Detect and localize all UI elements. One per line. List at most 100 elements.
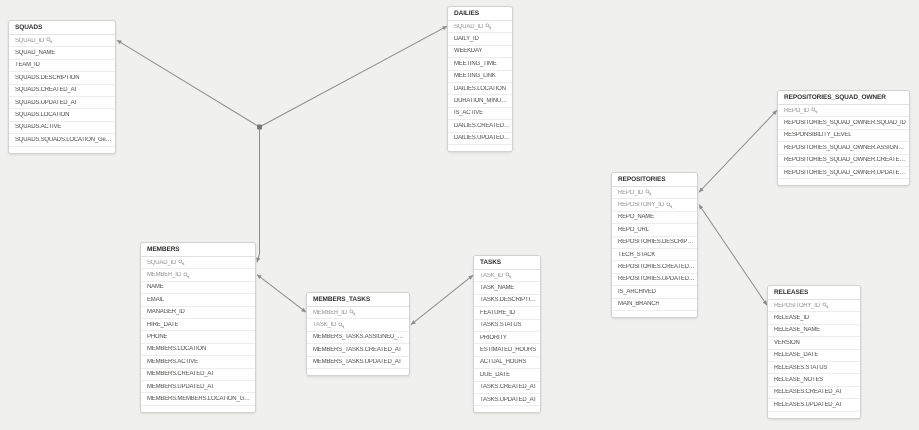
field-row[interactable]: REPOSITORIES_SQUAD_OWNER.UPDATED_AT (778, 167, 909, 180)
field-row[interactable]: MEMBERS_TASKS.ASSIGNED_DATE (307, 332, 409, 345)
field-row[interactable]: REPO_URL (612, 224, 697, 237)
field-row[interactable]: MEMBERS.MEMBERS.LOCATION_GeoI... (141, 393, 255, 406)
field-row[interactable]: REPOSITORIES.DESCRIPTION (612, 237, 697, 249)
field-row[interactable]: DURATION_MINUTES (448, 95, 512, 108)
field-row[interactable]: TASK_ID (474, 270, 540, 283)
table-title[interactable]: REPOSITORIES_SQUAD_OWNER (778, 91, 909, 105)
field-row[interactable]: MEMBERS_TASKS.UPDATED_AT (307, 357, 409, 369)
field-row[interactable]: RELEASE_NAME (768, 325, 860, 338)
field-row[interactable]: REPOSITORY_ID (768, 300, 860, 313)
field-row[interactable]: REPOSITORIES.UPDATED_AT (612, 274, 697, 287)
field-row[interactable]: FEATURE_ID (474, 307, 540, 320)
field-row[interactable]: VERSION (768, 337, 860, 350)
field-row[interactable]: MEMBERS_TASKS.CREATED_AT (307, 344, 409, 357)
field-row[interactable]: DAILIES.UPDATED_AT (448, 133, 512, 145)
field-row[interactable]: SQUAD_NAME (9, 47, 115, 60)
field-row[interactable]: TASKS.STATUS (474, 320, 540, 332)
field-row[interactable]: TEAM_ID (9, 60, 115, 73)
field-row[interactable]: TASKS.DESCRIPTION (474, 295, 540, 308)
field-row[interactable]: SQUADS.SQUADS.LOCATION_GeoInfo (9, 134, 115, 147)
field-row[interactable]: IS_ARCHIVED (612, 286, 697, 299)
field-row[interactable]: MEMBERS.CREATED_AT (141, 369, 255, 381)
field-row[interactable]: REPO_ID (778, 105, 909, 118)
field-row[interactable]: DUE_DATE (474, 369, 540, 382)
relationship-line[interactable] (259, 25, 448, 128)
field-row[interactable]: REPOSITORY_ID (612, 199, 697, 212)
table-title[interactable]: REPOSITORIES (612, 173, 697, 187)
field-row[interactable]: NAME (141, 282, 255, 295)
field-row[interactable]: HIRE_DATE (141, 319, 255, 332)
field-row[interactable]: TASK_NAME (474, 282, 540, 295)
field-row[interactable]: SQUAD_ID (448, 21, 512, 34)
field-row[interactable]: RELEASES.CREATED_AT (768, 387, 860, 400)
relationship-line[interactable] (410, 274, 474, 325)
field-name: MEMBER_ID (313, 309, 347, 316)
field-row[interactable]: WEEKDAY (448, 46, 512, 59)
field-row[interactable]: ACTUAL_HOURS (474, 357, 540, 370)
field-row[interactable]: RELEASE_DATE (768, 350, 860, 362)
field-row[interactable]: SQUADS.UPDATED_AT (9, 97, 115, 110)
field-row[interactable]: TASKS.CREATED_AT (474, 382, 540, 394)
field-row[interactable]: REPOSITORIES.CREATED_AT (612, 261, 697, 274)
field-row[interactable]: PRIORITY (474, 332, 540, 345)
field-row[interactable]: MANAGER_ID (141, 307, 255, 319)
table-title[interactable]: RELEASES (768, 286, 860, 300)
table-title[interactable]: TASKS (474, 256, 540, 270)
table-title[interactable]: MEMBERS_TASKS (307, 293, 409, 307)
field-row[interactable]: MEETING_TIME (448, 58, 512, 71)
field-row[interactable]: TASKS.UPDATED_AT (474, 394, 540, 407)
relationship-line[interactable] (256, 127, 261, 263)
field-row[interactable]: MEMBER_ID (141, 269, 255, 282)
field-row[interactable]: REPO_NAME (612, 212, 697, 225)
field-row[interactable]: REPOSITORIES_SQUAD_OWNER.CREATED_AT (778, 155, 909, 167)
field-row[interactable]: ESTIMATED_HOURS (474, 344, 540, 357)
field-row[interactable]: RELEASE_ID (768, 312, 860, 325)
relationship-line[interactable] (116, 39, 260, 128)
field-row[interactable]: RESPONSIBILITY_LEVEL (778, 130, 909, 143)
table-title[interactable]: MEMBERS (141, 243, 255, 257)
field-row[interactable]: DAILIES.CREATED_AT (448, 120, 512, 133)
field-row[interactable]: DAILY_ID (448, 33, 512, 46)
field-row[interactable]: IS_ACTIVE (448, 108, 512, 121)
field-row[interactable]: EMAIL (141, 294, 255, 307)
field-row[interactable]: MEMBERS.UPDATED_AT (141, 381, 255, 394)
field-row[interactable]: SQUAD_ID (9, 35, 115, 48)
field-row[interactable]: MEMBERS.ACTIVE (141, 356, 255, 369)
field-row[interactable]: TECH_STACK (612, 249, 697, 262)
field-row[interactable]: RELEASE_NOTES (768, 374, 860, 387)
field-row[interactable]: REPOSITORIES_SQUAD_OWNER.ASSIGNED_DATE (778, 142, 909, 155)
field-row[interactable]: REPO_ID (612, 187, 697, 200)
field-row[interactable]: TASK_ID (307, 319, 409, 332)
table-title[interactable]: SQUADS (9, 21, 115, 35)
field-row[interactable]: SQUADS.DESCRIPTION (9, 72, 115, 85)
table-title[interactable]: DAILIES (448, 7, 512, 21)
field-name: IS_ACTIVE (454, 110, 483, 117)
relationship-line[interactable] (698, 204, 768, 306)
relationship-line[interactable] (698, 109, 778, 193)
field-name: WEEKDAY (454, 48, 483, 55)
field-row[interactable]: RELEASES.STATUS (768, 362, 860, 375)
field-row[interactable]: SQUADS.LOCATION (9, 109, 115, 122)
field-row[interactable]: DAILIES.LOCATION (448, 83, 512, 96)
key-icon (666, 202, 673, 209)
field-row[interactable]: PHONE (141, 331, 255, 344)
field-row[interactable]: SQUADS.ACTIVE (9, 122, 115, 135)
field-row[interactable]: SQUADS.CREATED_AT (9, 85, 115, 97)
field-row[interactable]: RELEASES.UPDATED_AT (768, 399, 860, 412)
relationship-line[interactable] (256, 274, 307, 313)
field-row[interactable]: MEMBER_ID (307, 307, 409, 320)
field-row[interactable]: MAIN_BRANCH (612, 299, 697, 311)
field-row[interactable]: MEETING_LINK (448, 71, 512, 83)
field-row[interactable]: MEMBERS.LOCATION (141, 344, 255, 357)
field-row[interactable]: SQUAD_ID (141, 257, 255, 270)
field-row[interactable]: REPOSITORIES_SQUAD_OWNER.SQUAD_ID (778, 117, 909, 130)
